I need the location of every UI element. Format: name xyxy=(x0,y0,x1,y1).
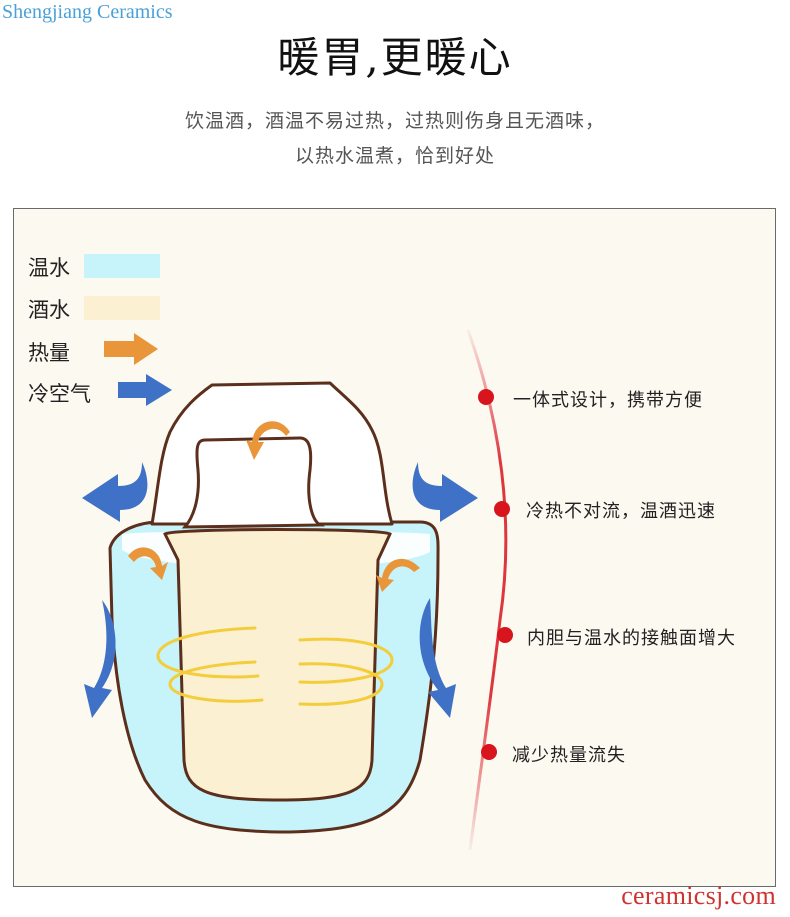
feature-label-3: 内胆与温水的接触面增大 xyxy=(527,628,736,649)
heat-swirl-lines xyxy=(156,626,394,706)
feature-dot-1 xyxy=(478,389,494,405)
feature-dot-3 xyxy=(497,627,513,643)
legend-label-heat: 热量 xyxy=(28,341,70,365)
feature-label-2: 冷热不对流，温酒迅速 xyxy=(526,501,716,522)
intro-line-1: 饮温酒，酒温不易过热，过热则伤身且无酒味， xyxy=(184,110,605,132)
legend-label-warm-water: 温水 xyxy=(28,256,70,280)
intro-line-2: 以热水温煮，恰到好处 xyxy=(294,145,495,167)
feature-label-1: 一体式设计，携带方便 xyxy=(513,390,703,411)
legend-label-cold-air: 冷空气 xyxy=(28,382,91,406)
feature-curve xyxy=(466,329,508,851)
watermark-bottom: ceramicsj.com xyxy=(621,881,776,910)
heat-arrow-icon xyxy=(128,421,420,592)
watermark-top: Shengjiang Ceramics xyxy=(2,1,173,23)
cold-air-arrow-icon xyxy=(82,462,478,718)
legend-swatch-wine xyxy=(84,296,160,320)
legend-label-wine: 酒水 xyxy=(28,298,70,322)
lid-cup xyxy=(150,381,394,529)
legend-heat-arrow-icon xyxy=(104,333,158,365)
feature-dot-2 xyxy=(494,501,510,517)
inner-wine-vessel xyxy=(163,528,392,802)
feature-label-4: 减少热量流失 xyxy=(512,745,626,766)
legend-cold-air-arrow-icon xyxy=(118,374,172,406)
page-title: 暖胃,更暖心 xyxy=(277,33,513,82)
legend-swatch-warm-water xyxy=(84,254,160,278)
feature-dot-4 xyxy=(481,744,497,760)
